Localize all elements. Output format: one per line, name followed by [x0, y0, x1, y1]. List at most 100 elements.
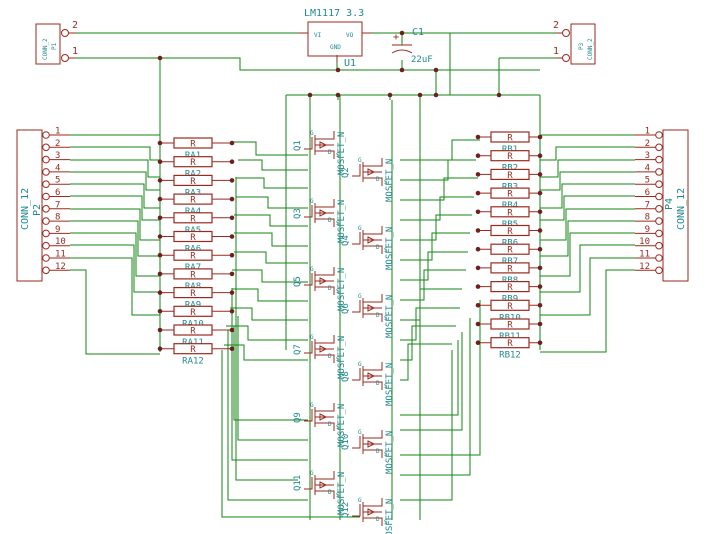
connector-pin-label: 2	[645, 139, 650, 149]
connector-pin-label: 9	[645, 225, 650, 235]
mosfet-value: MOSFET_N	[337, 472, 347, 515]
resistor-value: R	[507, 227, 513, 237]
regulator-name: LM1117 3.3	[304, 8, 364, 19]
resistor-ref: RA3	[185, 188, 201, 198]
junction-dot	[157, 252, 163, 258]
connector-ref: P1	[51, 42, 58, 50]
capacitor-ref: C1	[412, 27, 424, 38]
junction-dot	[537, 284, 543, 289]
mosfet-symbol	[304, 199, 335, 227]
connector-pin	[42, 192, 50, 201]
resistor-value: R	[507, 190, 513, 200]
connector-pin	[655, 143, 663, 152]
resistor-ref: RB4	[502, 201, 518, 211]
mosfet-value: MOSFET_N	[385, 363, 395, 406]
mosfet-arrow	[319, 141, 328, 149]
resistor-value: R	[507, 302, 513, 312]
junction-dot	[475, 246, 481, 252]
mosfet-pin-label: G	[310, 198, 314, 205]
resistor-value: R	[190, 345, 196, 355]
resistor-value: R	[190, 289, 196, 299]
connector-value: CONN_12	[20, 188, 31, 230]
connector-pin	[42, 241, 50, 250]
mosfet-pin-label: G	[310, 402, 314, 409]
junction-dot	[475, 209, 481, 215]
resistor-ref: RB3	[502, 182, 518, 192]
junction-dot	[537, 134, 543, 140]
mosfet-ref: Q6	[341, 303, 351, 314]
mosfet-pin-label: G	[358, 361, 362, 368]
mosfet-ref: Q12	[341, 502, 351, 518]
resistor-ref: RB12	[499, 351, 521, 361]
signal-wires	[70, 95, 635, 520]
connector-pin	[42, 143, 50, 152]
junction-dot	[475, 153, 481, 158]
resistor-value: R	[507, 246, 513, 256]
resistor-value: R	[190, 196, 196, 206]
mosfet-arrow	[367, 168, 376, 176]
resistor-ref: RA11	[182, 338, 204, 348]
mosfet-pin-label: S	[336, 356, 340, 363]
mosfet-pin-label: S	[384, 179, 388, 186]
resistor-ref: RB11	[499, 332, 521, 342]
connector-pin-label: 5	[645, 176, 650, 186]
junction-dot	[475, 284, 481, 289]
connector-pin	[655, 217, 663, 225]
connector-body	[662, 129, 689, 282]
connector-pin-label: 12	[639, 262, 650, 272]
connector-body	[16, 129, 43, 282]
connector-pin-label: 9	[55, 225, 60, 235]
junction-dot	[229, 290, 235, 295]
junction-dot	[229, 327, 235, 333]
regulator-pins	[298, 32, 372, 62]
connector-pin-label: 2	[553, 20, 559, 31]
resistor-ref: RB5	[502, 220, 518, 230]
junction-dot	[157, 140, 163, 146]
capacitor-value: 22uF	[411, 55, 433, 65]
mosfet-symbol	[352, 362, 383, 390]
junction-dot	[475, 340, 481, 346]
mosfet-pin-label: S	[336, 492, 340, 499]
mosfet-pin-label: D	[376, 244, 380, 251]
junction-dot	[157, 215, 163, 221]
mosfet-symbol	[304, 131, 335, 159]
mosfet-pin-label: D	[328, 489, 332, 496]
connector-pin	[42, 266, 50, 275]
resistor-value: R	[190, 140, 196, 150]
mosfet-ref: Q11	[293, 475, 303, 491]
mosfet-pin-label: D	[376, 312, 380, 319]
resistor-body	[173, 156, 213, 168]
connector-pin-label: 6	[645, 188, 650, 198]
connector-pin-label: 12	[55, 262, 66, 272]
connector-pin-label: 1	[72, 46, 78, 57]
junction-dot	[229, 309, 235, 314]
resistor-body	[490, 243, 530, 255]
mosfet-pin-label: D	[328, 421, 332, 428]
mosfet-arrow	[367, 236, 376, 244]
resistor-body	[490, 318, 530, 330]
mosfet-pin-label: S	[336, 220, 340, 227]
junction-dot	[157, 327, 163, 333]
mosfet-value: MOSFET_N	[385, 227, 395, 270]
junction-dot	[157, 346, 163, 352]
junction-dot	[387, 92, 393, 98]
mosfet-arrow	[367, 304, 376, 312]
mosfet-ref: Q1	[293, 140, 303, 151]
junction-dot	[475, 190, 481, 196]
mosfet-pin-label: D	[376, 176, 380, 183]
mosfet-pin-label: S	[384, 383, 388, 390]
mosfet-ref: Q10	[341, 434, 351, 450]
connector-pin	[655, 131, 663, 139]
connector-value: CONN_2	[587, 38, 594, 60]
